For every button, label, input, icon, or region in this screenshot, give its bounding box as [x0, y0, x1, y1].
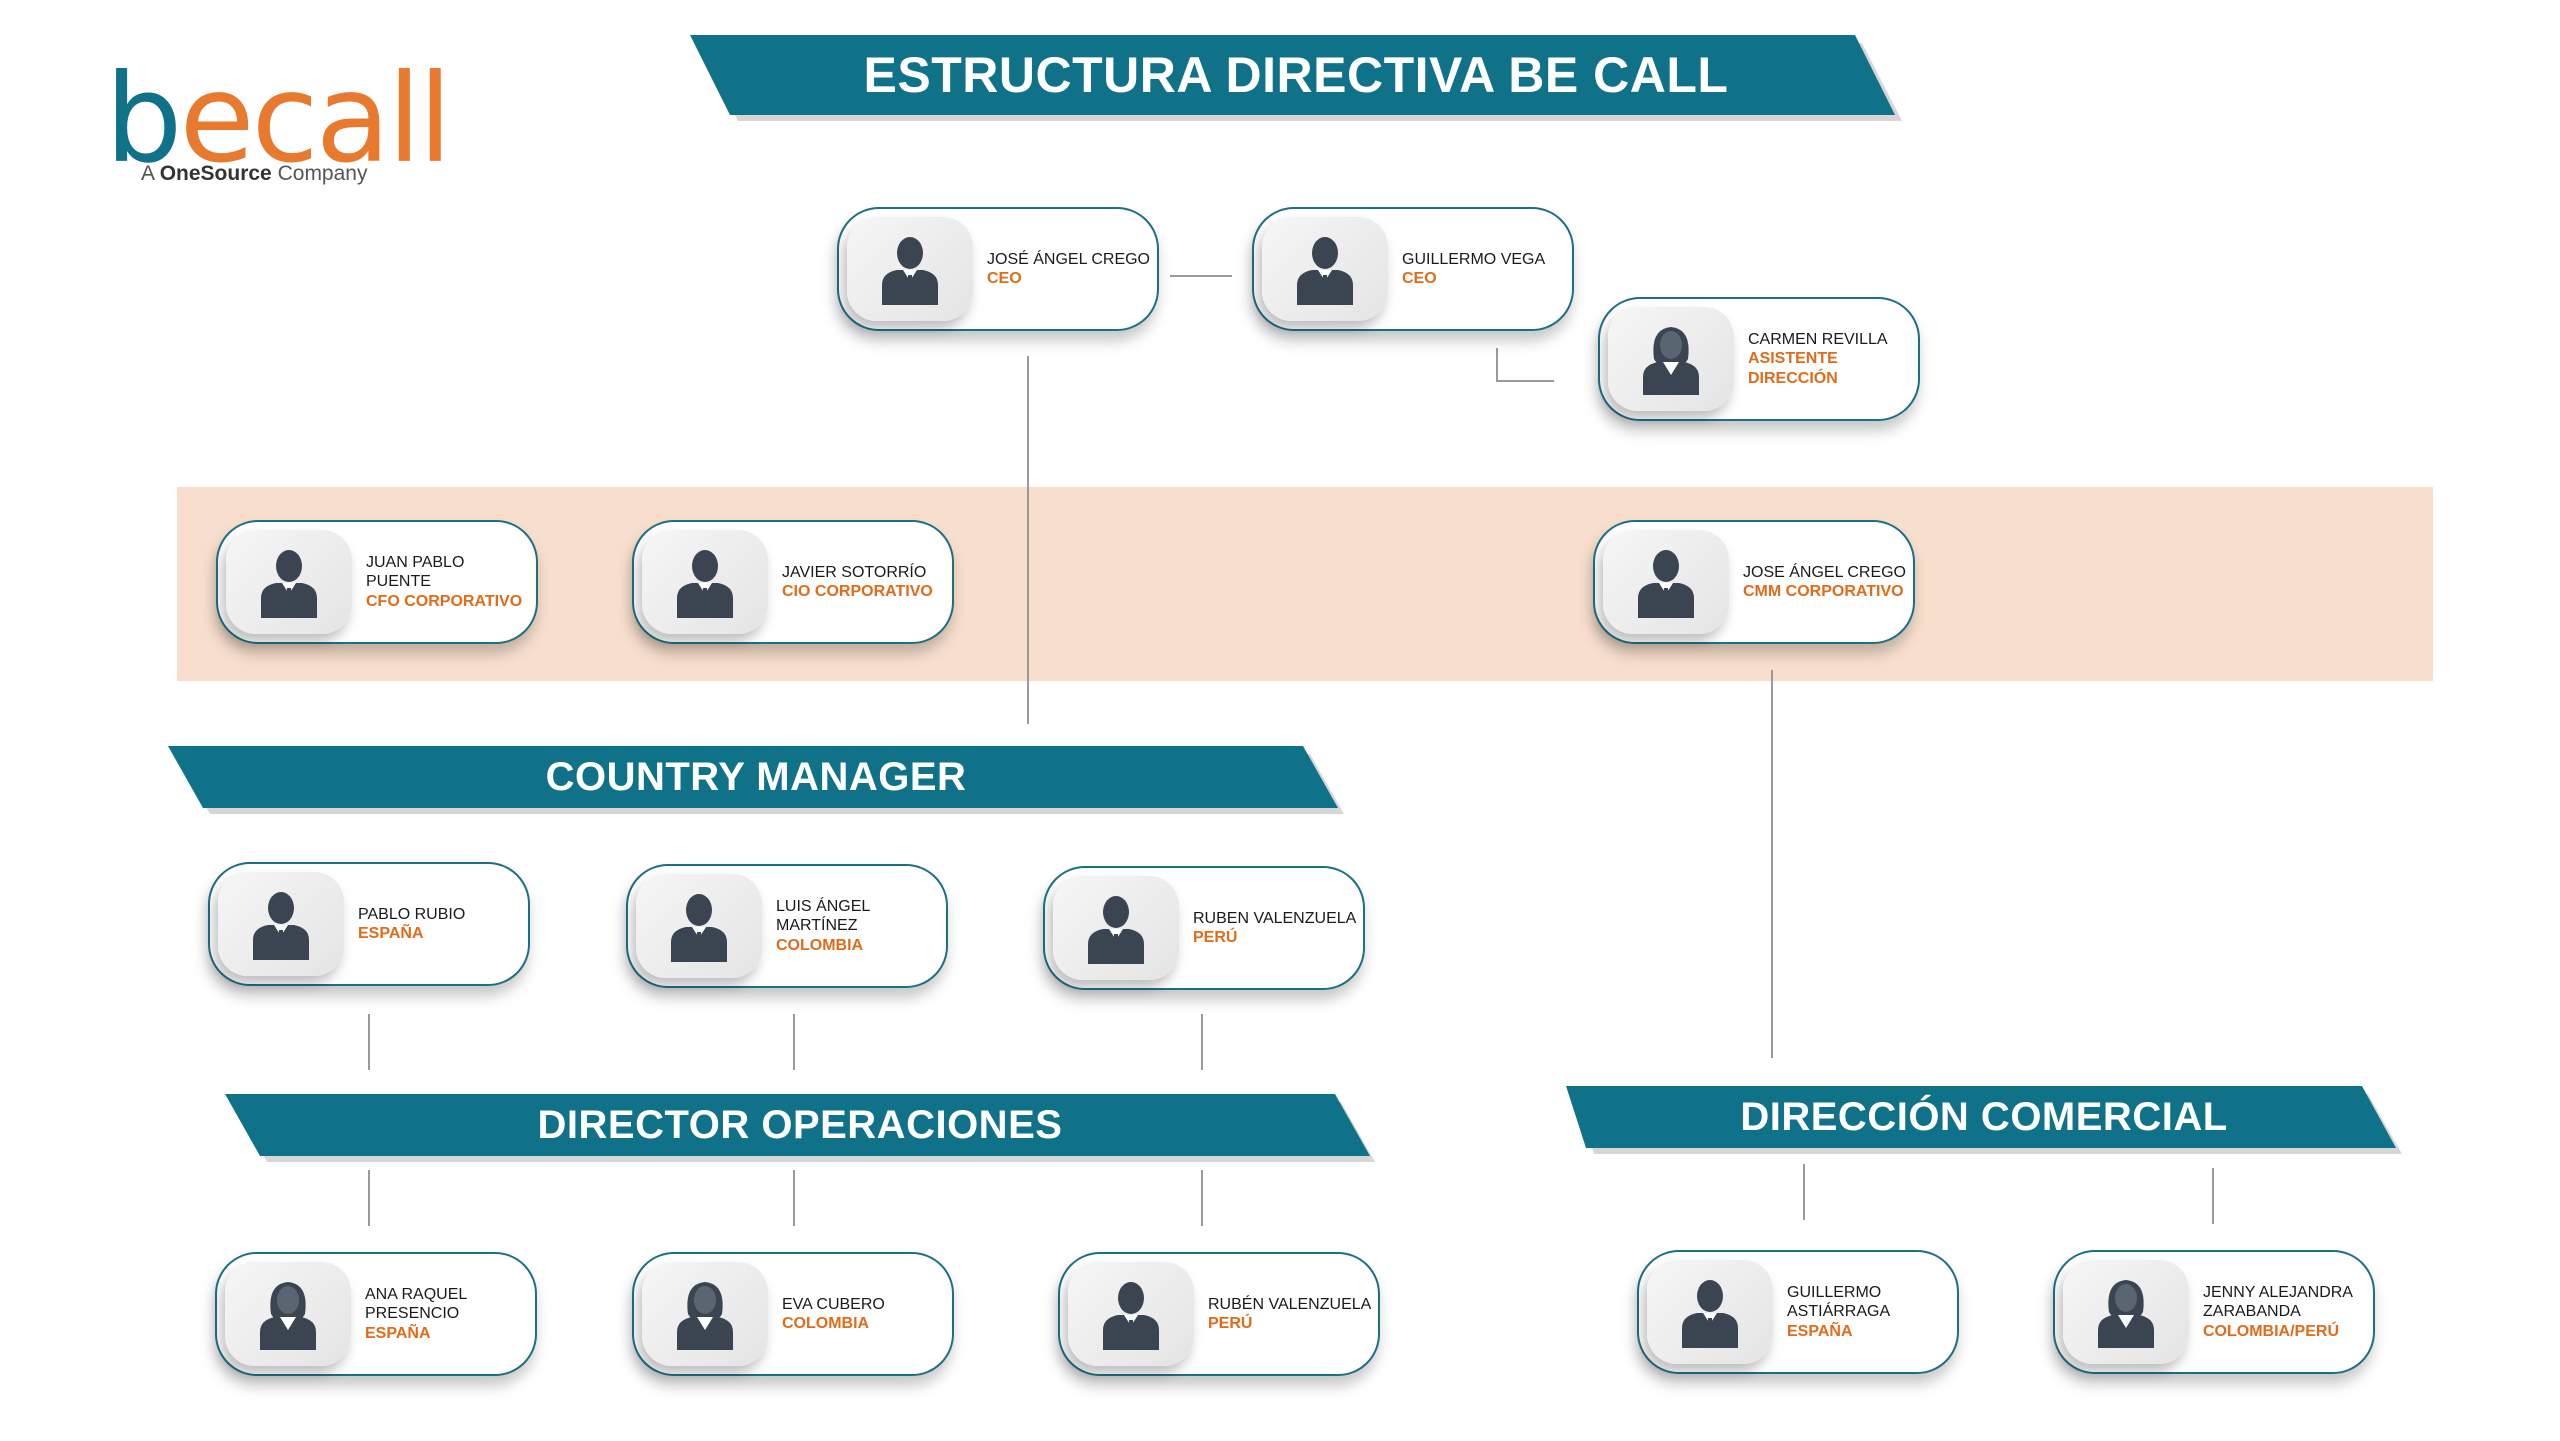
person-card-cmm-jose-angel-crego: JOSE ÁNGEL CREGO CMM CORPORATIVO — [1593, 520, 1915, 644]
person-role: CEO — [1402, 270, 1437, 287]
female-avatar-icon — [1608, 307, 1734, 411]
country-manager-title: COUNTRY MANAGER — [545, 754, 967, 799]
male-avatar-icon — [1053, 876, 1179, 980]
person-name: ANA RAQUEL PRESENCIO — [365, 1286, 467, 1323]
director-operaciones-title: DIRECTOR OPERACIONES — [537, 1102, 1063, 1147]
becall-logo: becall A OneSource Company — [105, 58, 452, 198]
connector-cm-es-down — [368, 1014, 370, 1070]
connector-com-es-up — [1803, 1164, 1805, 1220]
person-name: JOSE ÁNGEL CREGO — [1743, 563, 1906, 581]
male-avatar-icon — [1603, 530, 1729, 634]
person-card-ceo-guillermo-vega: GUILLERMO VEGA CEO — [1252, 207, 1574, 331]
connector-ceo-to-country-manager — [1027, 356, 1029, 724]
person-role: COLOMBIA/PERÚ — [2203, 1322, 2339, 1340]
person-name: CARMEN REVILLA — [1748, 331, 1888, 349]
person-name: LUIS ÁNGEL MARTÍNEZ — [776, 898, 870, 935]
connector-cmm-to-comercial — [1771, 670, 1773, 1058]
person-card-country-manager-espana: PABLO RUBIO ESPAÑA — [208, 862, 530, 986]
person-role: CIO CORPORATIVO — [782, 583, 933, 600]
person-card-ceo-jose-angel-crego: JOSÉ ÁNGEL CREGO CEO — [837, 207, 1159, 331]
connector-op-co-up — [793, 1170, 795, 1226]
person-role: CEO — [987, 270, 1022, 287]
direccion-comercial-title: DIRECCIÓN COMERCIAL — [1740, 1094, 2228, 1139]
person-role: COLOMBIA — [776, 936, 864, 954]
person-name: JUAN PABLO PUENTE — [366, 554, 465, 591]
person-name: EVA CUBERO — [782, 1295, 885, 1313]
person-role: PERÚ — [1208, 1315, 1253, 1332]
person-name: RUBEN VALENZUELA — [1193, 909, 1357, 927]
male-avatar-icon — [1647, 1260, 1773, 1364]
main-title: ESTRUCTURA DIRECTIVA BE CALL — [863, 47, 1729, 103]
person-card-country-manager-peru: RUBEN VALENZUELA PERÚ — [1043, 866, 1365, 990]
connector-op-pe-up — [1201, 1170, 1203, 1226]
country-manager-banner: COUNTRY MANAGER — [168, 746, 1344, 814]
person-card-cio-javier-sotorrio: JAVIER SOTORRÍO CIO CORPORATIVO — [632, 520, 954, 644]
male-avatar-icon — [226, 530, 352, 634]
connector-com-copa-up — [2212, 1168, 2214, 1224]
male-avatar-icon — [642, 530, 768, 634]
person-name: PABLO RUBIO — [358, 905, 466, 923]
person-role: ESPAÑA — [365, 1324, 431, 1342]
person-role: COLOMBIA — [782, 1315, 870, 1332]
person-name: JENNY ALEJANDRA ZARABANDA — [2203, 1284, 2353, 1321]
male-avatar-icon — [847, 217, 973, 321]
person-name: GUILLERMO ASTIÁRRAGA — [1787, 1284, 1891, 1321]
connector-op-es-up — [368, 1170, 370, 1226]
connector-ceo-to-assistant-horizontal — [1496, 380, 1554, 382]
person-role: PERÚ — [1193, 929, 1238, 946]
female-avatar-icon — [2063, 1260, 2189, 1364]
female-avatar-icon — [225, 1262, 351, 1366]
male-avatar-icon — [218, 872, 344, 976]
person-name: JOSÉ ÁNGEL CREGO — [987, 250, 1150, 268]
person-role: CMM CORPORATIVO — [1743, 583, 1904, 600]
corporate-band — [177, 487, 2433, 681]
connector-ceo-to-ceo — [1170, 275, 1232, 277]
person-role: CFO CORPORATIVO — [366, 592, 523, 610]
male-avatar-icon — [1068, 1262, 1194, 1366]
logo-tagline: A OneSource Company — [141, 162, 368, 185]
person-card-operaciones-colombia: EVA CUBERO COLOMBIA — [632, 1252, 954, 1376]
person-name: RUBÉN VALENZUELA — [1208, 1295, 1372, 1313]
person-name: JAVIER SOTORRÍO — [782, 563, 927, 581]
male-avatar-icon — [636, 874, 762, 978]
male-avatar-icon — [1262, 217, 1388, 321]
connector-ceo-to-assistant-vertical — [1496, 348, 1498, 380]
director-operaciones-banner: DIRECTOR OPERACIONES — [225, 1094, 1375, 1162]
logo-wordmark: becall — [105, 48, 452, 190]
main-title-banner: ESTRUCTURA DIRECTIVA BE CALL — [690, 35, 1902, 121]
female-avatar-icon — [642, 1262, 768, 1366]
direccion-comercial-banner: DIRECCIÓN COMERCIAL — [1566, 1086, 2402, 1154]
connector-cm-pe-down — [1201, 1014, 1203, 1070]
person-role: ESPAÑA — [1787, 1322, 1853, 1340]
connector-cm-co-down — [793, 1014, 795, 1070]
person-role: ASISTENTE DIRECCIÓN — [1748, 350, 1838, 387]
person-name: GUILLERMO VEGA — [1402, 250, 1546, 268]
person-role: ESPAÑA — [358, 925, 424, 942]
person-card-operaciones-peru: RUBÉN VALENZUELA PERÚ — [1058, 1252, 1380, 1376]
